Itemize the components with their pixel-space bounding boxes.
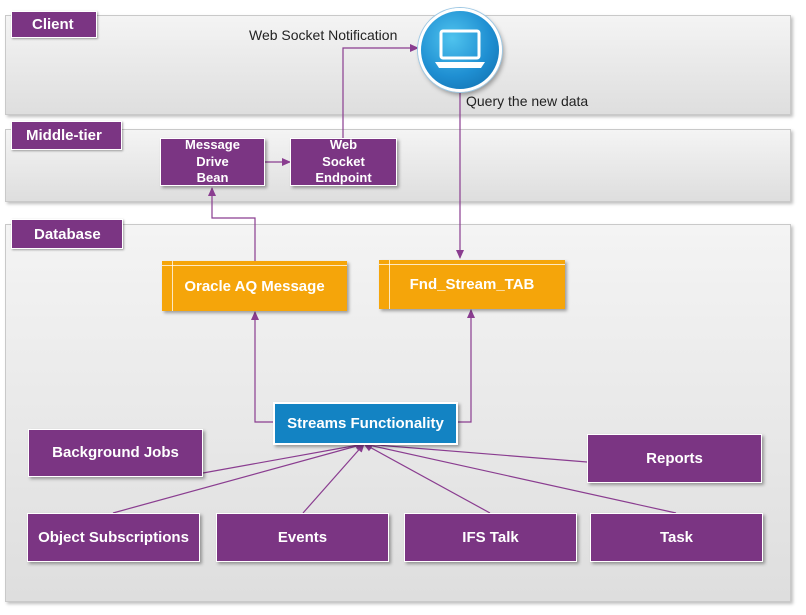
task-arrow — [363, 441, 677, 514]
fnd-stream-tab-box: Fnd_Stream_TAB — [379, 260, 565, 309]
message-drive-bean-box: Message Drive Bean — [160, 137, 265, 186]
streams-to-streamtab-arrow — [458, 309, 475, 423]
middle-tier-label: Middle-tier — [11, 121, 122, 150]
background-jobs-box: Background Jobs — [28, 429, 203, 477]
ifs-talk-box: IFS Talk — [404, 513, 577, 562]
query-label: Query the new data — [466, 93, 589, 109]
streams-functionality-box: Streams Functionality — [273, 402, 458, 445]
client-tier-band — [5, 15, 791, 115]
ifs-talk-arrow — [363, 443, 491, 514]
events-arrow — [302, 443, 365, 514]
aq-to-mdb-arrow — [208, 187, 256, 261]
streams-to-aq-arrow — [251, 311, 273, 423]
ws-endpoint-box: Web Socket Endpoint — [290, 137, 397, 186]
reports-box: Reports — [587, 434, 762, 483]
oracle-aq-message-box: Oracle AQ Message — [162, 261, 347, 311]
client-tier-label: Client — [11, 11, 97, 38]
events-box: Events — [216, 513, 389, 562]
object-subscriptions-box: Object Subscriptions — [27, 513, 200, 562]
database-tier-label: Database — [11, 219, 123, 249]
object-subscriptions-arrow — [112, 442, 365, 514]
laptop-icon — [418, 8, 502, 92]
ws-notification-label: Web Socket Notification — [249, 27, 398, 43]
endpoint-to-client-arrow — [342, 44, 419, 139]
background-jobs-arrow — [202, 441, 365, 474]
middle-tier-band — [5, 129, 791, 202]
reports-arrow — [363, 440, 588, 463]
task-box: Task — [590, 513, 763, 562]
